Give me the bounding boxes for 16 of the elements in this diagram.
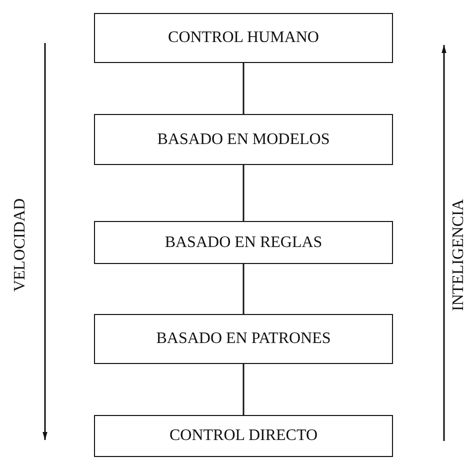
process-box xyxy=(94,114,393,165)
connector-line xyxy=(242,264,244,314)
process-box xyxy=(94,13,393,63)
axis-label: VELOCIDAD xyxy=(11,198,30,292)
box-label: CONTROL DIRECTO xyxy=(170,427,318,445)
box-label: BASADO EN MODELOS xyxy=(157,130,330,148)
box-label: BASADO EN PATRONES xyxy=(156,330,331,348)
box-label: CONTROL HUMANO xyxy=(168,29,319,47)
process-box xyxy=(94,221,393,264)
connector-line xyxy=(242,63,244,114)
connector-line xyxy=(242,165,244,221)
process-box xyxy=(94,314,393,364)
axis-label: INTELIGENCIA xyxy=(450,199,468,311)
process-box xyxy=(94,415,393,457)
connector-line xyxy=(242,364,244,415)
box-label: BASADO EN REGLAS xyxy=(164,234,322,252)
